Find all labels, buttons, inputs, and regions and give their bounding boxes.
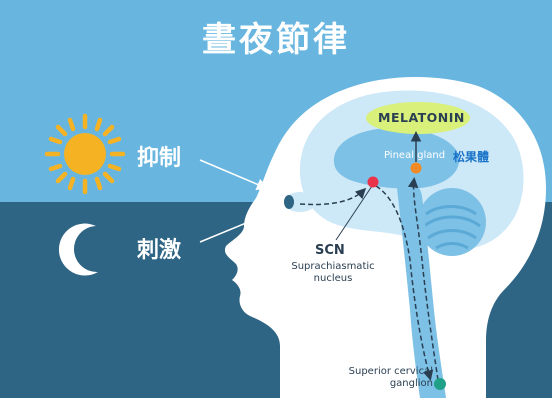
inhibit-label: 抑制 bbox=[137, 146, 182, 171]
scn-label: SCN bbox=[315, 243, 345, 258]
ganglion-to-pineal-pathway bbox=[407, 177, 439, 381]
spinal-cord bbox=[396, 179, 446, 398]
scn-to-ganglion-pathway bbox=[375, 185, 434, 381]
pineal-gland-dot bbox=[410, 162, 422, 174]
sun-icon bbox=[44, 113, 126, 195]
pineal-gland-cn-label: 松果體 bbox=[453, 150, 490, 164]
scn-dot bbox=[367, 176, 379, 188]
retinohypothalamic-pathway bbox=[299, 187, 367, 206]
melatonin-highlight bbox=[366, 102, 470, 134]
scn-full-name-label: Suprachiasmatic nucleus bbox=[291, 261, 375, 284]
moon-icon bbox=[58, 223, 98, 276]
cerebellum bbox=[418, 188, 486, 256]
stimulate-label: 刺激 bbox=[137, 238, 182, 263]
eye-icon bbox=[284, 192, 316, 212]
inhibit-arrow bbox=[199, 159, 269, 191]
superior-cervical-ganglion-dot bbox=[434, 378, 446, 390]
pineal-gland-label: Pineal gland bbox=[384, 150, 446, 161]
melatonin-label: MELATONIN bbox=[378, 110, 465, 125]
thalamus-shape bbox=[333, 128, 460, 189]
superior-cervical-ganglion-label: Superior cervical ganglion bbox=[348, 366, 433, 389]
diagram-title: 晝夜節律 bbox=[202, 20, 350, 60]
scn-leader-line bbox=[335, 185, 373, 241]
stimulate-arrow bbox=[199, 211, 271, 243]
